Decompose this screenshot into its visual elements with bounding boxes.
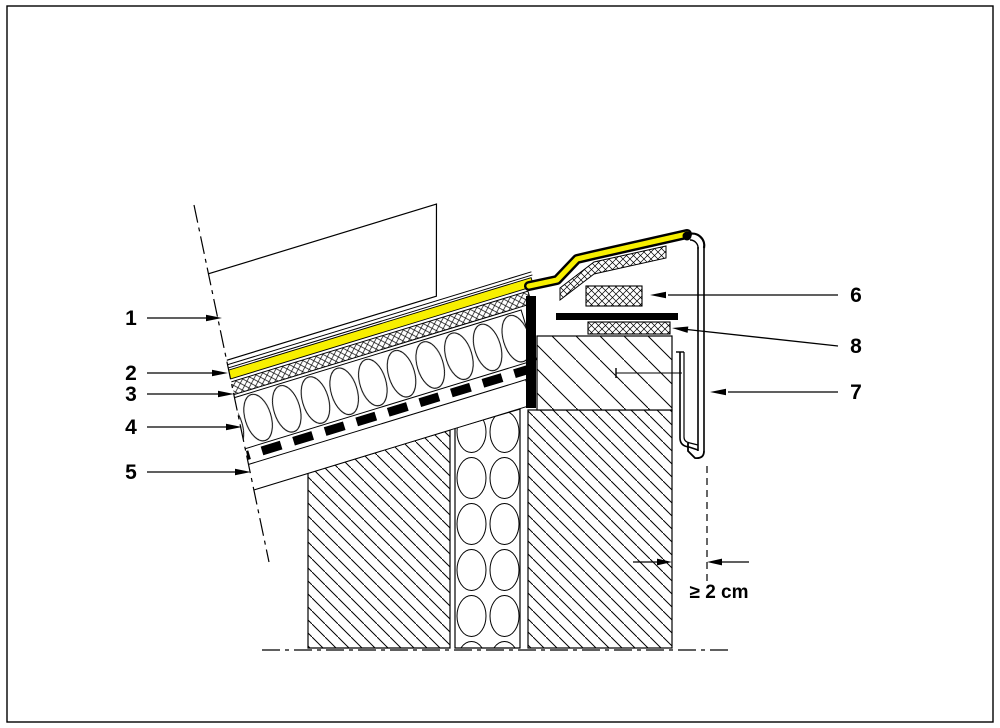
- callout-7-label: 7: [850, 381, 862, 404]
- callout-2-label: 2: [125, 362, 137, 385]
- coping-sealing-tape-upper: [559, 245, 667, 302]
- right-wall: [527, 409, 673, 649]
- sealing-block: [585, 285, 643, 307]
- callout-7: 7: [710, 381, 862, 404]
- coping-fixing-bracket: [676, 351, 699, 451]
- callout-8-arrow: [672, 326, 689, 333]
- dimension-arrow-right: [707, 558, 722, 566]
- callout-1-arrow: [206, 314, 222, 322]
- callout-6-arrow: [650, 291, 666, 299]
- metal-coping-profile: [682, 231, 706, 460]
- vapour-barrier-dashed-band: [229, 365, 531, 465]
- callout-6-label: 6: [850, 284, 862, 307]
- callout-5-arrow: [235, 468, 251, 476]
- callout-4: 4: [125, 416, 242, 439]
- callout-3: 3: [125, 383, 234, 406]
- callout-8-label: 8: [850, 335, 862, 358]
- separation-layer-lines: [202, 271, 533, 377]
- bracket-fastener: [615, 368, 682, 378]
- clamping-bar: [556, 313, 678, 320]
- callout-1: 1: [125, 307, 222, 330]
- callout-2: 2: [125, 362, 228, 385]
- callout-5: 5: [125, 461, 251, 484]
- dimension-label: ≥ 2 cm: [689, 582, 748, 603]
- membrane-flashing-over-parapet: [524, 229, 692, 291]
- insulation-column: [454, 408, 521, 649]
- callout-6: 6: [650, 284, 862, 307]
- section-centerline-slanted: [193, 204, 270, 563]
- overhang-dimension: ≥ 2 cm: [633, 466, 749, 603]
- callout-8: 8: [672, 326, 862, 358]
- callout-1-label: 1: [125, 307, 137, 330]
- sloped-roof-assembly: [174, 203, 537, 495]
- dimension-arrow-left: [657, 558, 672, 566]
- drawing-frame: [6, 5, 994, 723]
- callout-2-arrow: [212, 369, 228, 377]
- callout-4-arrow: [226, 423, 242, 431]
- callout-4-label: 4: [125, 416, 137, 439]
- callout-3-label: 3: [125, 383, 137, 406]
- left-wall: [307, 429, 451, 649]
- sealing-tape-lower: [587, 321, 671, 335]
- membrane-upstand: [526, 296, 536, 408]
- coping-drip-hook: [687, 443, 705, 460]
- callout-3-arrow: [218, 390, 234, 398]
- callout-5-label: 5: [125, 461, 137, 484]
- callout-7-arrow: [710, 388, 726, 396]
